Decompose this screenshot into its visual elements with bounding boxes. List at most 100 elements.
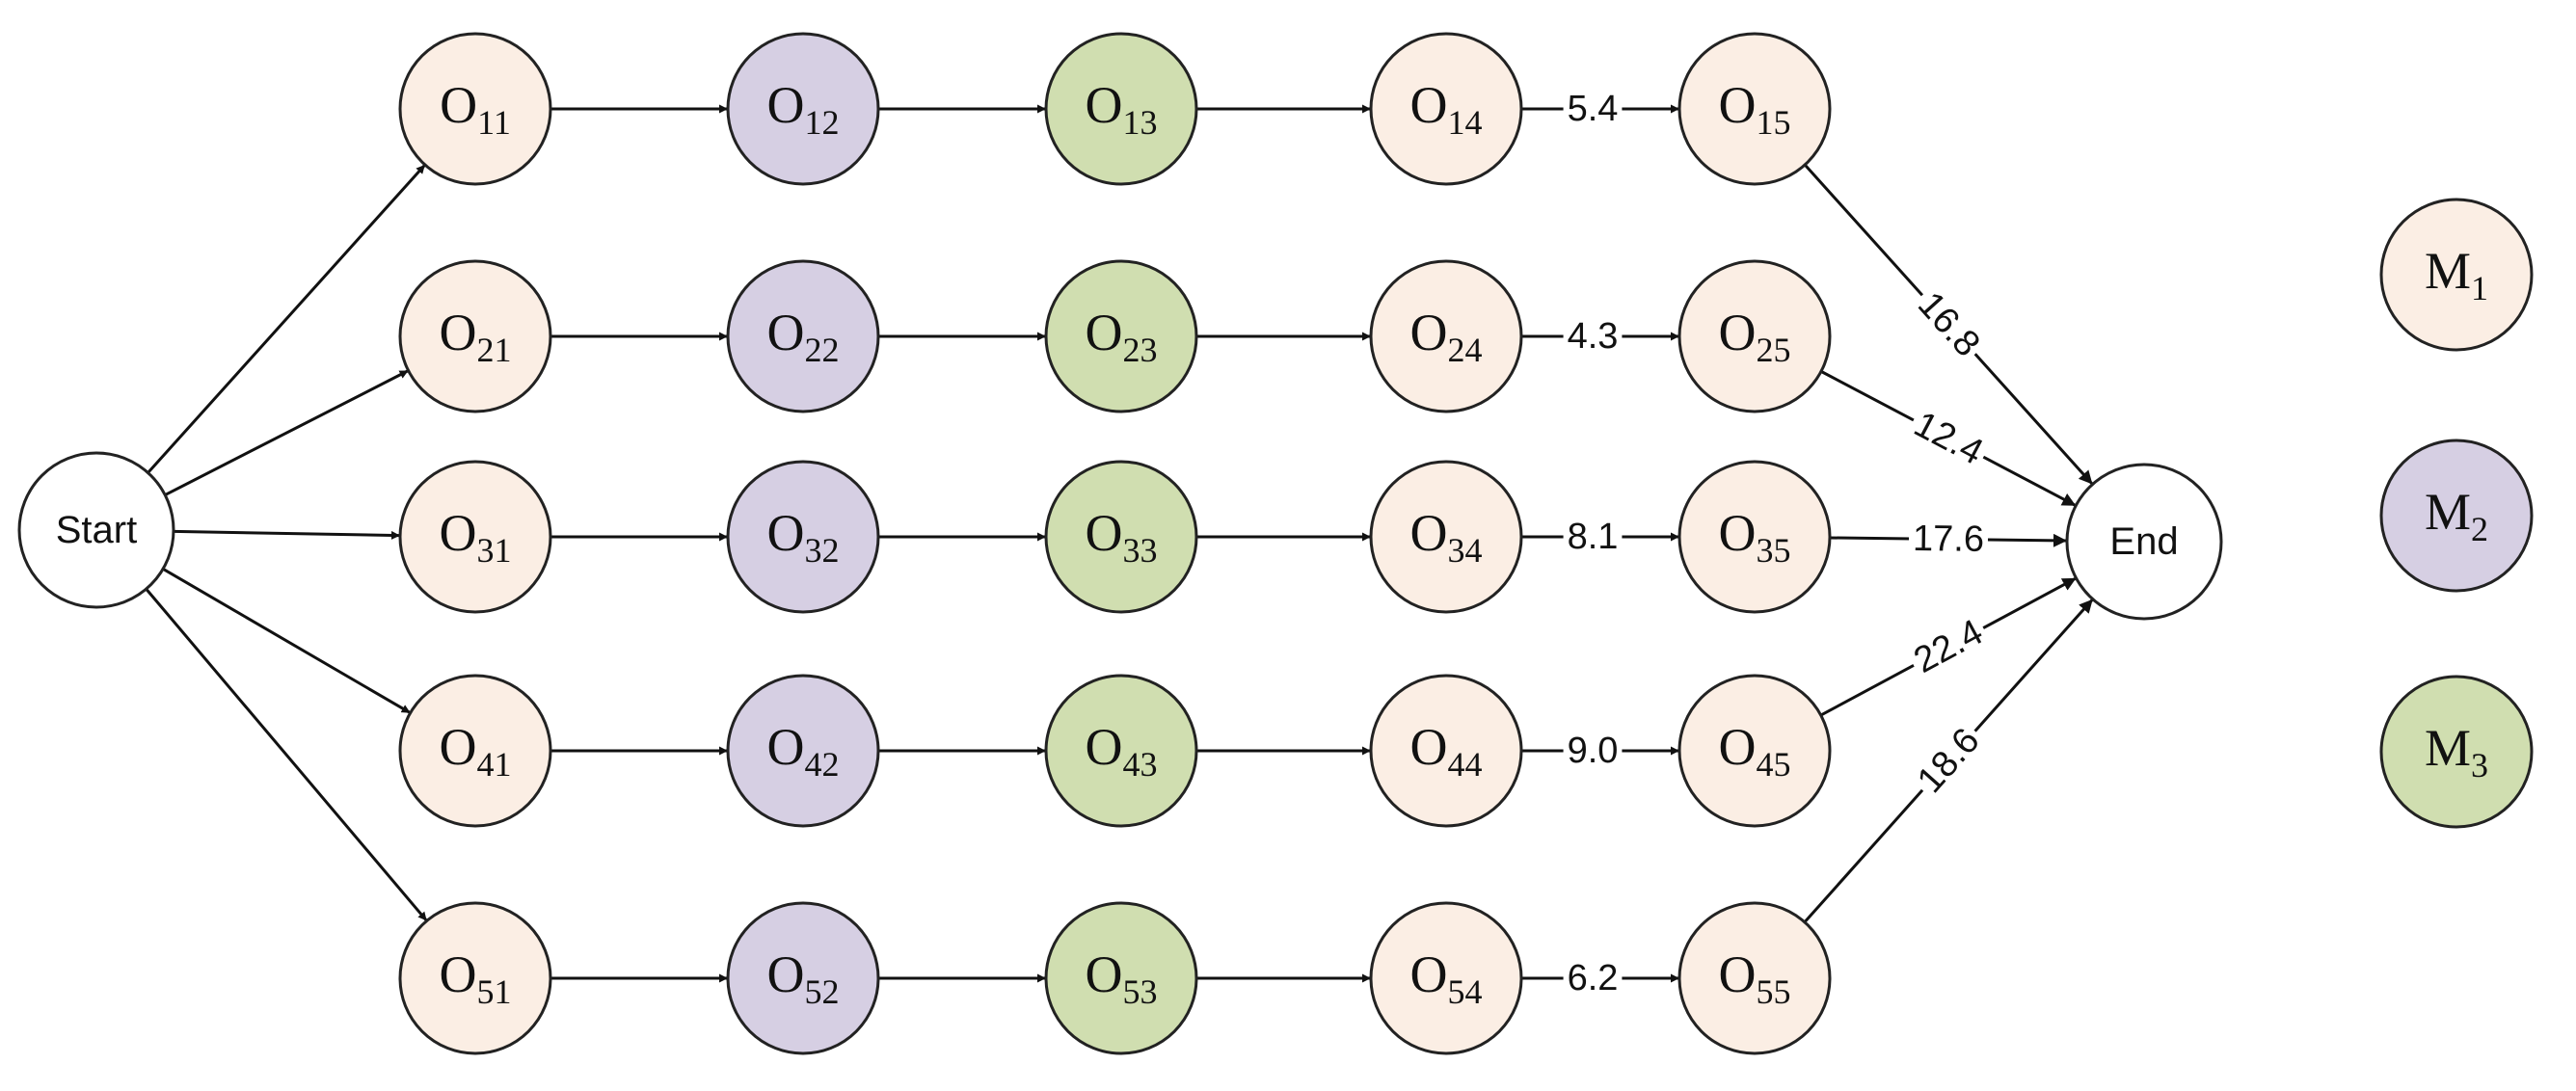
node-O42-label: O42: [767, 718, 840, 784]
node-O21-label-base: O: [440, 304, 477, 361]
node-O13-label-base: O: [1086, 76, 1123, 134]
node-O23-label-sub: 23: [1123, 331, 1158, 369]
node-O52-label-base: O: [767, 945, 805, 1003]
edge-label-job2-mid-group: 4.3: [1563, 313, 1623, 357]
node-O15: O15: [1677, 32, 1832, 186]
node-O34-label: O34: [1410, 504, 1483, 570]
node-O22-circle: [726, 259, 880, 413]
edge-start-to-O51: [145, 588, 428, 922]
node-O11-label-sub: 11: [477, 103, 511, 142]
node-O43: O43: [1044, 674, 1198, 828]
node-O34-label-sub: 34: [1448, 531, 1483, 570]
node-O52-circle: [726, 901, 880, 1055]
node-O25-label: O25: [1719, 304, 1791, 369]
node-O11-circle: [398, 32, 552, 186]
node-O51-label-sub: 51: [477, 972, 512, 1011]
node-O33: O33: [1044, 460, 1198, 614]
node-O31-circle: [398, 460, 552, 614]
legend-item-M1-label: M1: [2425, 242, 2488, 307]
node-O43-label-base: O: [1086, 718, 1123, 776]
node-O35-label-sub: 35: [1757, 531, 1791, 570]
edge-label-job3-mid: 8.1: [1568, 517, 1619, 557]
legend-item-M1-label-sub: 1: [2471, 269, 2488, 307]
node-O45-circle: [1677, 674, 1832, 828]
node-O24-label-base: O: [1410, 304, 1448, 361]
node-O44-label: O44: [1410, 718, 1483, 784]
node-O51: O51: [398, 901, 552, 1055]
node-O43-label-sub: 43: [1123, 745, 1158, 784]
legend-item-M2-circle: [2379, 439, 2534, 593]
edge-label-job4-mid-group: 9.0: [1563, 728, 1623, 771]
edge-label-job3-end: 17.6: [1913, 519, 1984, 560]
node-O12-circle: [726, 32, 880, 186]
edge-label-job5-mid-group: 6.2: [1563, 955, 1623, 998]
node-O35-label: O35: [1719, 504, 1791, 570]
node-O21-label-sub: 21: [477, 331, 512, 369]
start-node-label: Start: [56, 509, 137, 551]
node-O41: O41: [398, 674, 552, 828]
node-O21-circle: [398, 259, 552, 413]
node-O32-label-sub: 32: [805, 531, 840, 570]
node-O31-label-sub: 31: [477, 531, 512, 570]
edge-start-to-O31: [173, 529, 401, 540]
node-O33-label: O33: [1086, 504, 1158, 570]
legend-item-M2: M2: [2379, 439, 2534, 593]
node-O33-circle: [1044, 460, 1198, 614]
node-O13-label-sub: 13: [1123, 103, 1158, 142]
node-O12-label-sub: 12: [805, 103, 840, 142]
node-O23-label-base: O: [1086, 304, 1123, 361]
legend-item-M3-label-base: M: [2425, 719, 2471, 777]
node-O24-label: O24: [1410, 304, 1483, 369]
node-O32-label-base: O: [767, 504, 805, 562]
node-O23-circle: [1044, 259, 1198, 413]
node-O22: O22: [726, 259, 880, 413]
node-O33-label-base: O: [1086, 504, 1123, 562]
edge-label-job5-mid: 6.2: [1568, 958, 1619, 998]
node-O22-label: O22: [767, 304, 840, 369]
node-O54-label-sub: 54: [1448, 972, 1483, 1011]
node-O13-label: O13: [1086, 76, 1158, 142]
node-O41-label-sub: 41: [477, 745, 512, 784]
node-O11-label-base: O: [440, 76, 477, 134]
legend-item-M2-label-sub: 2: [2471, 510, 2488, 548]
node-O15-label-sub: 15: [1757, 103, 1791, 142]
edge-label-job4-end-group: 22.4: [1902, 607, 1993, 682]
node-O21-label: O21: [440, 304, 512, 369]
edge-label-job1-mid-group: 5.4: [1563, 86, 1623, 129]
node-O11-label: O11: [440, 76, 511, 142]
node-O34-circle: [1369, 460, 1523, 614]
node-O44-label-sub: 44: [1448, 745, 1483, 784]
legend-item-M3-circle: [2379, 675, 2534, 829]
node-O51-label: O51: [440, 945, 512, 1011]
node-O12-label-base: O: [767, 76, 805, 134]
node-O55-label-sub: 55: [1757, 972, 1791, 1011]
node-O55-label-base: O: [1719, 945, 1757, 1003]
node-O31-label-base: O: [440, 504, 477, 562]
node-O15-circle: [1677, 32, 1832, 186]
node-O52: O52: [726, 901, 880, 1055]
start-node: Start: [17, 451, 175, 609]
node-O31: O31: [398, 460, 552, 614]
node-O44: O44: [1369, 674, 1523, 828]
node-O51-label-base: O: [440, 945, 477, 1003]
edge-start-to-O21: [164, 369, 410, 496]
node-O52-label: O52: [767, 945, 840, 1011]
node-O14-circle: [1369, 32, 1523, 186]
node-O55-label: O55: [1719, 945, 1791, 1011]
node-O41-label-base: O: [440, 718, 477, 776]
node-O14: O14: [1369, 32, 1523, 186]
node-O41-label: O41: [440, 718, 512, 784]
node-O53-label-base: O: [1086, 945, 1123, 1003]
node-O32-label: O32: [767, 504, 840, 570]
end-node-circle: [2065, 463, 2223, 621]
node-O24-label-sub: 24: [1448, 331, 1483, 369]
edge-start-to-O11: [147, 163, 426, 474]
node-O14-label-sub: 14: [1448, 103, 1483, 142]
node-O54-label: O54: [1410, 945, 1483, 1011]
edge-label-job2-mid: 4.3: [1568, 316, 1619, 357]
node-O33-label-sub: 33: [1123, 531, 1158, 570]
end-node: End: [2065, 463, 2223, 621]
node-O44-label-base: O: [1410, 718, 1448, 776]
node-O45-label-sub: 45: [1757, 745, 1791, 784]
node-O54-circle: [1369, 901, 1523, 1055]
